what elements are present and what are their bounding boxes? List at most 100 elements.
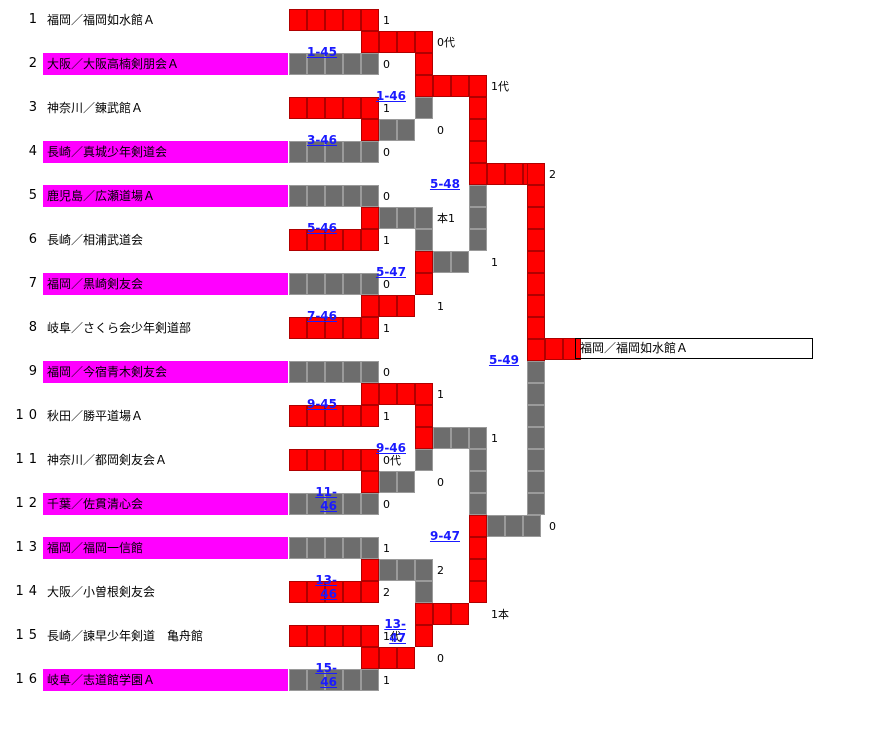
winner-path-cell <box>397 295 415 317</box>
loser-path-cell <box>527 427 545 449</box>
team-name: 秋田／勝平道場Ａ <box>47 409 144 423</box>
loser-path-cell <box>289 537 307 559</box>
winner-path-cell <box>527 295 545 317</box>
match-score-bottom: 1 <box>437 300 444 313</box>
winner-path-cell <box>325 625 343 647</box>
match-score-top: 2 <box>549 168 556 181</box>
match-link[interactable]: 1-46 <box>375 89 406 103</box>
loser-path-cell <box>397 471 415 493</box>
winner-path-cell <box>343 9 361 31</box>
winner-path-cell <box>415 273 433 295</box>
loser-path-cell <box>469 427 487 449</box>
loser-path-cell <box>527 493 545 515</box>
winner-path-cell <box>563 338 581 360</box>
winner-path-cell <box>325 97 343 119</box>
winner-path-cell <box>527 273 545 295</box>
winner-path-cell <box>527 339 545 361</box>
seed-number: 3 <box>28 100 42 115</box>
winner-path-cell <box>325 229 343 251</box>
loser-path-cell <box>361 361 379 383</box>
team-name: 長崎／真城少年剣道会 <box>43 141 288 163</box>
match-score-bottom: 0 <box>437 652 444 665</box>
loser-path-cell <box>325 493 343 515</box>
winner-path-cell <box>307 581 325 603</box>
loser-path-cell <box>397 559 415 581</box>
loser-path-cell <box>505 515 523 537</box>
winner-path-cell <box>433 603 451 625</box>
winner-path-cell <box>361 581 379 603</box>
loser-path-cell <box>361 53 379 75</box>
match-link[interactable]: 7-46 <box>306 309 337 323</box>
winner-path-cell <box>289 317 307 339</box>
winner-path-cell <box>361 31 379 53</box>
match-link[interactable]: 9-47 <box>429 529 460 543</box>
winner-path-cell <box>361 97 379 119</box>
loser-path-cell <box>527 361 545 383</box>
loser-path-cell <box>397 207 415 229</box>
loser-path-cell <box>307 53 325 75</box>
winner-path-cell <box>361 559 379 581</box>
match-link[interactable]: 5-46 <box>306 221 337 235</box>
team-name: 福岡／今宿青木剣友会 <box>43 361 288 383</box>
team-name: 長崎／諫早少年剣道 亀舟館 <box>47 629 204 643</box>
match-score-top: 2 <box>437 564 444 577</box>
loser-path-cell <box>343 53 361 75</box>
match-score-top: 1代 <box>491 80 509 93</box>
loser-path-cell <box>361 185 379 207</box>
loser-path-cell <box>361 493 379 515</box>
winner-path-cell <box>469 559 487 581</box>
winner-path-cell <box>343 581 361 603</box>
winner-path-cell <box>361 295 379 317</box>
winner-path-cell <box>379 647 397 669</box>
match-score-top: 1 <box>491 432 498 445</box>
winner-path-cell <box>527 251 545 273</box>
winner-path-cell <box>289 625 307 647</box>
winner-path-cell <box>397 647 415 669</box>
match-link[interactable]: 1-45 <box>306 45 337 59</box>
winner-path-cell <box>415 625 433 647</box>
loser-path-cell <box>289 493 307 515</box>
match-score-top: 本1 <box>437 212 455 225</box>
seed-number: 8 <box>28 320 42 335</box>
match-score-top: 0 <box>383 278 390 291</box>
winner-path-cell <box>307 9 325 31</box>
match-score-bottom: 1 <box>383 234 390 247</box>
loser-path-cell <box>451 251 469 273</box>
winner-path-cell <box>451 75 469 97</box>
winner-path-cell <box>469 581 487 603</box>
match-link[interactable]: 5-48 <box>429 177 460 191</box>
loser-path-cell <box>379 471 397 493</box>
match-link[interactable]: 9-45 <box>306 397 337 411</box>
match-link[interactable]: 9-46 <box>375 441 406 455</box>
winner-path-cell <box>469 163 487 185</box>
winner-path-cell <box>289 97 307 119</box>
winner-path-cell <box>361 471 379 493</box>
winner-path-cell <box>325 449 343 471</box>
loser-path-cell <box>415 207 433 229</box>
winner-path-cell <box>343 229 361 251</box>
loser-path-cell <box>527 449 545 471</box>
match-link[interactable]: 3-46 <box>306 133 337 147</box>
match-score-top: 0代 <box>437 36 455 49</box>
winner-path-cell <box>289 581 307 603</box>
loser-path-cell <box>325 273 343 295</box>
winner-path-cell <box>379 383 397 405</box>
seed-number: 13 <box>15 540 42 555</box>
loser-path-cell <box>469 207 487 229</box>
match-link[interactable]: 13-46 <box>315 573 337 601</box>
match-link[interactable]: 13-47 <box>384 617 406 645</box>
loser-path-cell <box>307 141 325 163</box>
loser-path-cell <box>415 559 433 581</box>
match-score-bottom: 0 <box>549 520 556 533</box>
match-link[interactable]: 11-46 <box>315 485 337 513</box>
match-link[interactable]: 5-49 <box>488 353 519 367</box>
seed-number: 7 <box>28 276 42 291</box>
winner-path-cell <box>469 141 487 163</box>
winner-path-cell <box>451 603 469 625</box>
loser-path-cell <box>343 141 361 163</box>
match-link[interactable]: 5-47 <box>375 265 406 279</box>
winner-path-cell <box>307 625 325 647</box>
loser-path-cell <box>415 581 433 603</box>
match-link[interactable]: 15-46 <box>315 661 337 689</box>
seed-number: 5 <box>28 188 42 203</box>
